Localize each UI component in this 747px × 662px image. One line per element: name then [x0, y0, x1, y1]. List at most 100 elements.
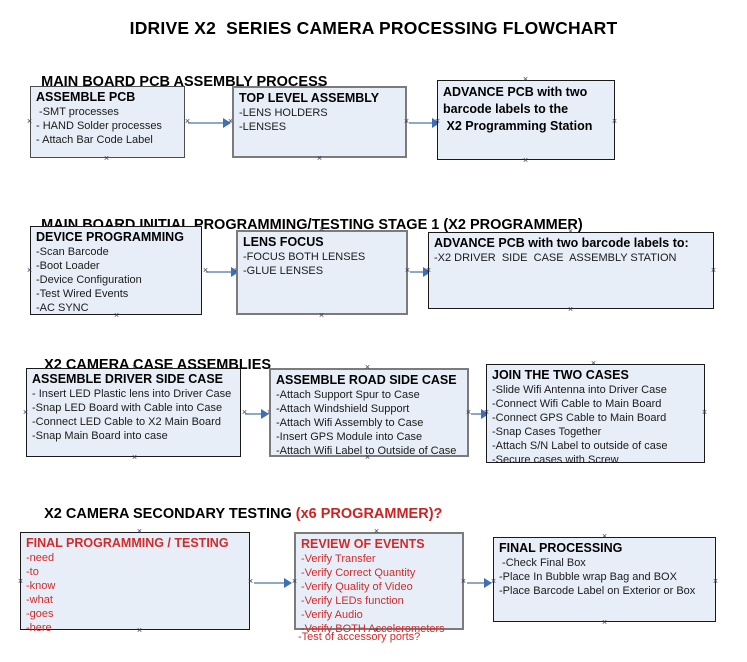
connector-handle-left[interactable]	[26, 267, 33, 274]
connector-handle-right[interactable]	[710, 267, 717, 274]
connector-handle-top[interactable]	[318, 226, 325, 233]
connector-handle-top[interactable]	[131, 364, 138, 371]
node-line: -Connect GPS Cable to Main Board	[492, 412, 667, 424]
connector-handle-right[interactable]	[247, 578, 254, 585]
node-body: -Scan Barcode -Boot Loader -Device Confi…	[36, 245, 197, 315]
node-line: -what	[26, 594, 53, 606]
node-line: -Snap Cases Together	[492, 426, 602, 438]
node-body: - Insert LED Plastic lens into Driver Ca…	[32, 387, 236, 443]
section-header-x2-camera-secondary-testing: X2 CAMERA SECONDARY TESTING (x6 PROGRAMM…	[28, 490, 442, 538]
node-join-the-two-cases[interactable]: JOIN THE TWO CASES -Slide Wifi Antenna i…	[486, 364, 705, 466]
connector-line	[188, 122, 226, 124]
node-line: -Snap LED Board with Cable into Case	[32, 402, 223, 414]
node-body: -Slide Wifi Antenna into Driver Case -Co…	[492, 383, 700, 467]
connector-handle-right[interactable]	[611, 118, 618, 125]
node-body: -Check Final Box -Place In Bubble wrap B…	[499, 556, 711, 598]
node-assemble-pcb[interactable]: ASSEMBLE PCB -SMT processes - HAND Solde…	[30, 86, 185, 158]
node-line: -LENS HOLDERS	[239, 107, 328, 119]
connector-handle-bottom[interactable]	[318, 312, 325, 319]
connector-handle-bottom[interactable]	[316, 155, 323, 162]
connector-handle-left[interactable]	[425, 267, 432, 274]
connector-handle-source[interactable]	[202, 267, 209, 274]
node-line: -Test Wired Events	[36, 288, 129, 300]
connector-handle-source[interactable]	[184, 118, 191, 125]
connector-handle-top[interactable]	[373, 528, 380, 535]
connector-handle-bottom[interactable]	[131, 454, 138, 461]
node-line: -Connect LED Cable to X2 Main Board	[32, 416, 221, 428]
connector-handle-right[interactable]	[712, 578, 719, 585]
connector-handle-bottom[interactable]	[567, 306, 574, 313]
node-line: -here	[26, 622, 52, 634]
connector-handle-top[interactable]	[316, 82, 323, 89]
connector-handle-top[interactable]	[136, 528, 143, 535]
node-line: -Verify Audio	[301, 609, 363, 621]
node-line: -Verify Quality of Video	[301, 581, 413, 593]
connector-handle-bottom[interactable]	[601, 619, 608, 626]
connector-handle-top[interactable]	[567, 228, 574, 235]
node-review-of-events[interactable]: REVIEW OF EVENTS -Verify Transfer -Verif…	[294, 532, 464, 635]
node-lens-focus[interactable]: LENS FOCUS -FOCUS BOTH LENSES -GLUE LENS…	[236, 230, 408, 315]
connector-handle-left[interactable]	[434, 118, 441, 125]
node-line: -Attach S/N Label to outside of case	[492, 440, 668, 452]
connector-handle-right[interactable]	[701, 409, 708, 416]
connector-handle-left[interactable]	[17, 578, 24, 585]
connector-handle-top[interactable]	[364, 364, 371, 371]
connector-handle-left[interactable]	[26, 118, 33, 125]
node-line: -GLUE LENSES	[243, 265, 324, 277]
node-advance-pcb-to-driver-side-case[interactable]: ADVANCE PCB with two barcode labels to: …	[428, 232, 714, 309]
node-line: -Snap Main Board into case	[32, 430, 168, 442]
node-title: LENS FOCUS	[243, 235, 324, 249]
connector-handle-top[interactable]	[103, 82, 110, 89]
connector-handle-bottom[interactable]	[113, 312, 120, 319]
connector-line	[206, 271, 234, 273]
node-line: -Check Final Box	[499, 557, 586, 569]
node-final-processing[interactable]: FINAL PROCESSING -Check Final Box -Place…	[493, 537, 716, 622]
connector-handle-top[interactable]	[522, 76, 529, 83]
connector-line	[471, 413, 487, 415]
connector-handle-left[interactable]	[490, 578, 497, 585]
node-line: -Verify LEDs function	[301, 595, 404, 607]
connector-handle-left[interactable]	[291, 578, 298, 585]
node-line: -Verify Correct Quantity	[301, 567, 416, 579]
connector-handle-bottom[interactable]	[103, 155, 110, 162]
connector-handle-top[interactable]	[113, 222, 120, 229]
node-line: -Place Barcode Label on Exterior or Box	[499, 585, 696, 597]
connector-handle-top[interactable]	[601, 533, 608, 540]
node-title: FINAL PROCESSING	[499, 541, 623, 555]
node-final-programming-testing[interactable]: FINAL PROGRAMMING / TESTING -need -to -k…	[20, 532, 250, 634]
node-top-level-assembly[interactable]: TOP LEVEL ASSEMBLY -LENS HOLDERS -LENSES	[232, 86, 407, 158]
connector-handle-bottom[interactable]	[364, 454, 371, 461]
node-advance-pcb-to-programming-station[interactable]: ADVANCE PCB with two barcode labels to t…	[437, 80, 615, 160]
node-line: -need	[26, 552, 55, 564]
node-line: -Connect Wifi Cable to Main Board	[492, 398, 662, 410]
connector-line	[467, 582, 489, 584]
node-assemble-driver-side-case[interactable]: ASSEMBLE DRIVER SIDE CASE - Insert LED P…	[26, 368, 241, 457]
connector-handle-left[interactable]	[22, 409, 29, 416]
node-device-programming[interactable]: DEVICE PROGRAMMING -Scan Barcode -Boot L…	[30, 226, 202, 315]
node-line: -to	[26, 566, 39, 578]
connector-handle-source[interactable]	[241, 409, 248, 416]
node-title: REVIEW OF EVENTS	[301, 537, 425, 551]
node-assemble-road-side-case[interactable]: ASSEMBLE ROAD SIDE CASE -Attach Support …	[269, 368, 469, 457]
node-title: ASSEMBLE DRIVER SIDE CASE	[32, 372, 224, 386]
node-body: -LENS HOLDERS -LENSES	[239, 106, 401, 134]
node-line: -Boot Loader	[36, 260, 100, 272]
node-title: TOP LEVEL ASSEMBLY	[239, 91, 380, 105]
connector-handle-top[interactable]	[590, 360, 597, 367]
node-body: -Verify Transfer -Verify Correct Quantit…	[301, 552, 458, 636]
node-line: - HAND Solder processes	[36, 120, 162, 132]
node-line: -FOCUS BOTH LENSES	[243, 251, 366, 263]
node-title: ADVANCE PCB with two barcode labels to:	[434, 236, 689, 250]
node-line: -X2 DRIVER SIDE CASE ASSEMBLY STATION	[434, 252, 677, 264]
connector-handle-bottom[interactable]	[373, 627, 380, 634]
connector-handle-right[interactable]	[460, 578, 467, 585]
connector-line	[410, 271, 428, 273]
connector-handle-bottom[interactable]	[136, 627, 143, 634]
connector-handle-bottom[interactable]	[522, 157, 529, 164]
connector-handle-left[interactable]	[483, 409, 490, 416]
connector-line	[254, 582, 288, 584]
node-line: -AC SYNC	[36, 302, 89, 314]
connector-line	[409, 122, 437, 124]
connector-arrow	[484, 578, 492, 588]
